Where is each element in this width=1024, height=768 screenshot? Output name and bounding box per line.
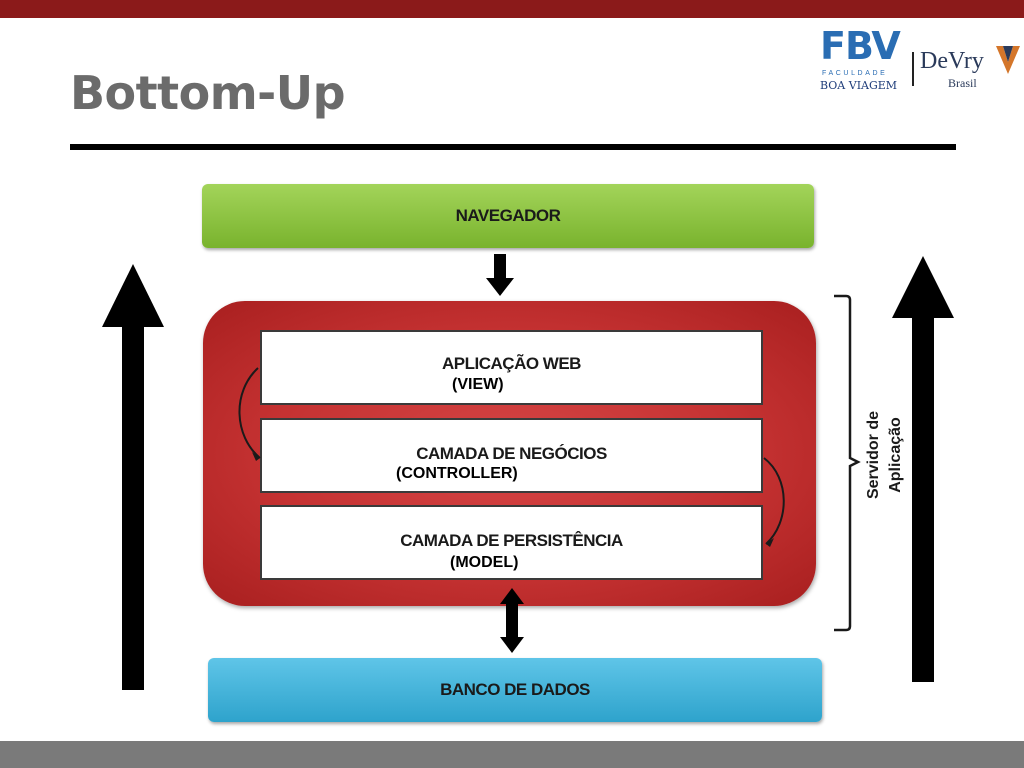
logo-brasil-text: Brasil: [948, 76, 977, 90]
logo-boa-viagem-text: BOA VIAGEM: [820, 79, 898, 92]
layer-aplicacao-web: APLICAÇÃO WEB (VIEW): [260, 330, 763, 405]
layer-aplicacao-web-title: APLICAÇÃO WEB: [442, 354, 581, 373]
layer-camada-negocios: CAMADA DE NEGÓCIOS (CONTROLLER): [260, 418, 763, 493]
institution-logo: FBV FACULDADE BOA VIAGEM DeVry Brasil: [808, 18, 1024, 96]
top-accent-bar: [0, 0, 1024, 18]
devry-shield-icon: [996, 46, 1020, 74]
title-underline: [70, 144, 956, 150]
right-curved-connector: [763, 457, 785, 545]
slide-title: Bottom-Up: [70, 66, 346, 120]
banco-de-dados-label: BANCO DE DADOS: [440, 680, 590, 699]
left-curved-connector: [238, 367, 261, 459]
layer-camada-persistencia: CAMADA DE PERSISTÊNCIA (MODEL): [260, 505, 763, 580]
servidor-label-line1: Servidor de: [865, 410, 882, 500]
logo-faculdade-text: FACULDADE: [822, 70, 888, 77]
right-up-arrow-icon: [892, 256, 954, 682]
servidor-aplicacao-label: Servidor de Aplicação: [863, 411, 907, 499]
layer-camada-persistencia-title: CAMADA DE PERSISTÊNCIA: [400, 531, 623, 550]
navegador-label: NAVEGADOR: [455, 206, 561, 225]
layer-model-label: (MODEL): [450, 554, 519, 571]
servidor-label-line2: Aplicação: [887, 417, 904, 493]
down-arrow-icon: [486, 254, 514, 296]
logo-devry-text: DeVry: [920, 48, 984, 74]
layer-view-label: (VIEW): [452, 376, 504, 393]
logo-separator: [912, 52, 914, 86]
server-bracket: [834, 294, 861, 632]
layer-controller-label: (CONTROLLER): [396, 465, 518, 482]
navegador-box: NAVEGADOR: [202, 184, 814, 248]
layer-camada-negocios-title: CAMADA DE NEGÓCIOS: [416, 444, 607, 463]
banco-de-dados-box: BANCO DE DADOS: [208, 658, 822, 722]
bottom-footer-bar: [0, 741, 1024, 768]
logo-fbv-text: FBV: [820, 24, 901, 68]
left-up-arrow-icon: [102, 264, 164, 690]
double-arrow-icon: [500, 588, 524, 653]
